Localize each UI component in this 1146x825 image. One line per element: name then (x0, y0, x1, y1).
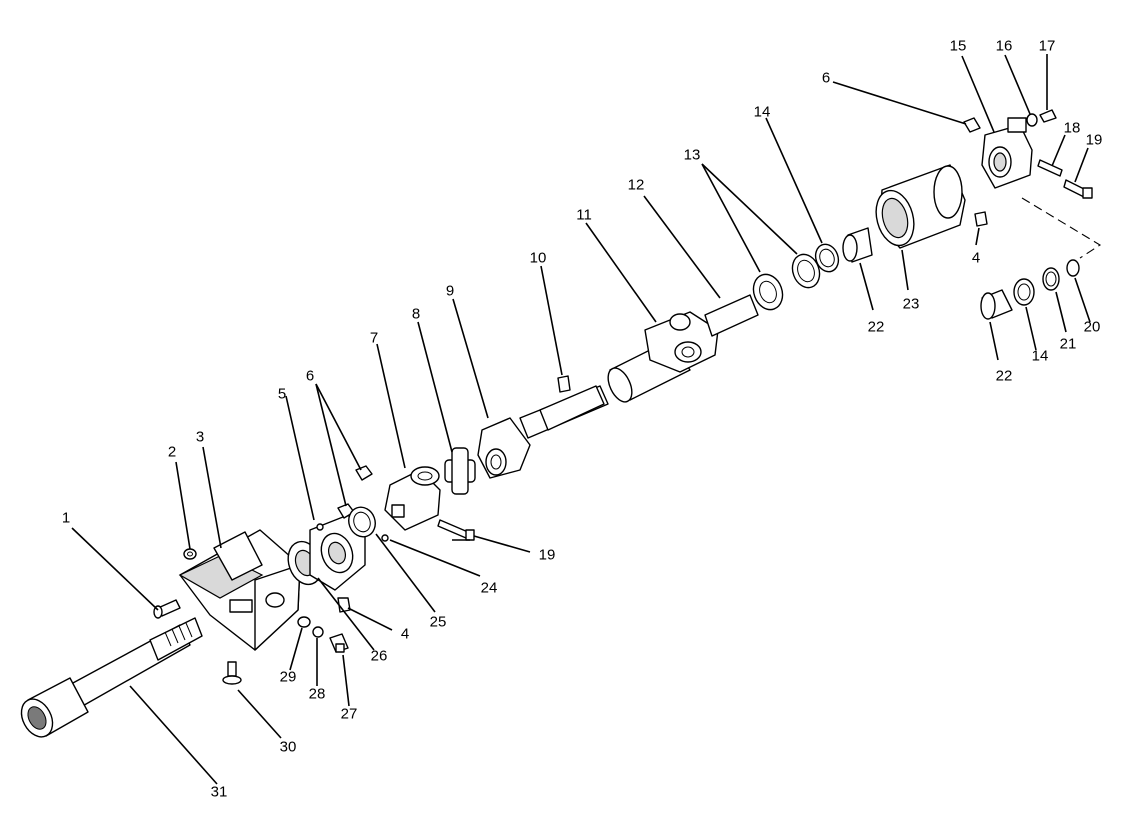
part-14-ring-alt (1013, 278, 1035, 306)
part-6-nut-top (963, 117, 981, 133)
callout-8: 8 (411, 305, 421, 323)
part-29-washer (297, 616, 311, 628)
callout-22-upper: 22 (867, 318, 885, 336)
callout-25: 25 (429, 613, 447, 631)
part-22-bushing-alt (980, 289, 1013, 320)
part-12-shaft (704, 294, 759, 337)
callout-12: 12 (627, 176, 645, 194)
part-10-grease-fitting (557, 375, 571, 393)
callout-23: 23 (902, 295, 920, 313)
callout-20: 20 (1083, 318, 1101, 336)
part-4-grease-fitting-upper (974, 211, 988, 227)
callout-11: 11 (576, 206, 592, 224)
part-11-yoke (644, 311, 719, 373)
callout-10: 10 (529, 249, 547, 267)
callout-26: 26 (370, 647, 388, 665)
part-18-pin (1037, 159, 1063, 177)
callout-6-lower: 6 (305, 367, 315, 385)
part-19-bolt-upper (1063, 179, 1093, 199)
callout-13: 13 (683, 146, 701, 164)
part-20-ring (1066, 259, 1080, 277)
part-16-washer (1026, 113, 1038, 127)
callout-7: 7 (369, 329, 379, 347)
part-17-bolt (1039, 109, 1057, 123)
part-31-splined-shaft (20, 617, 203, 738)
part-25-collar (348, 506, 376, 538)
callout-18: 18 (1063, 119, 1081, 137)
callout-28: 28 (308, 685, 326, 703)
part-30-bolt (222, 661, 242, 685)
part-13-seal-1 (752, 273, 784, 311)
part-7-yoke (384, 466, 441, 531)
callout-5: 5 (277, 385, 287, 403)
part-9-yoke (477, 417, 531, 479)
callout-6-upper: 6 (821, 69, 831, 87)
callout-17: 17 (1038, 37, 1056, 55)
callout-4-lower: 4 (400, 625, 410, 643)
callout-24: 24 (480, 579, 498, 597)
part-8-cross (444, 447, 476, 495)
callout-16: 16 (995, 37, 1013, 55)
callout-27: 27 (340, 705, 358, 723)
callout-19-lower: 19 (538, 546, 556, 564)
callout-14-upper: 14 (753, 103, 771, 121)
part-14-ring (814, 243, 840, 273)
callout-29: 29 (279, 668, 297, 686)
part-13-seal-2 (791, 253, 821, 289)
callout-3: 3 (195, 428, 205, 446)
part-9-shaft (519, 385, 609, 439)
part-19-bolt-lower (437, 519, 475, 541)
callout-2: 2 (167, 443, 177, 461)
centerline (1021, 197, 1102, 259)
part-2-washer (183, 548, 197, 560)
part-15-flange (981, 117, 1033, 189)
part-27-bolt (329, 633, 349, 653)
callout-14-lower: 14 (1031, 347, 1049, 365)
part-21-snap-ring (1042, 267, 1060, 291)
callout-30: 30 (279, 738, 297, 756)
leader-lines (71, 54, 1091, 785)
callout-9: 9 (445, 282, 455, 300)
callout-4-upper: 4 (971, 249, 981, 267)
callout-21: 21 (1059, 335, 1077, 353)
part-3-bracket (178, 529, 301, 651)
part-22-bushing (842, 227, 873, 263)
part-23-housing (875, 164, 966, 249)
callout-19-upper: 19 (1085, 131, 1103, 149)
part-28-lockwasher (312, 626, 324, 638)
part-6-nut-upper (355, 465, 373, 481)
part-24-setscrew (381, 534, 389, 542)
callout-15: 15 (949, 37, 967, 55)
callout-31: 31 (210, 783, 228, 801)
callout-22-lower: 22 (995, 367, 1013, 385)
part-5-flange (309, 514, 366, 591)
callout-1: 1 (61, 509, 71, 527)
